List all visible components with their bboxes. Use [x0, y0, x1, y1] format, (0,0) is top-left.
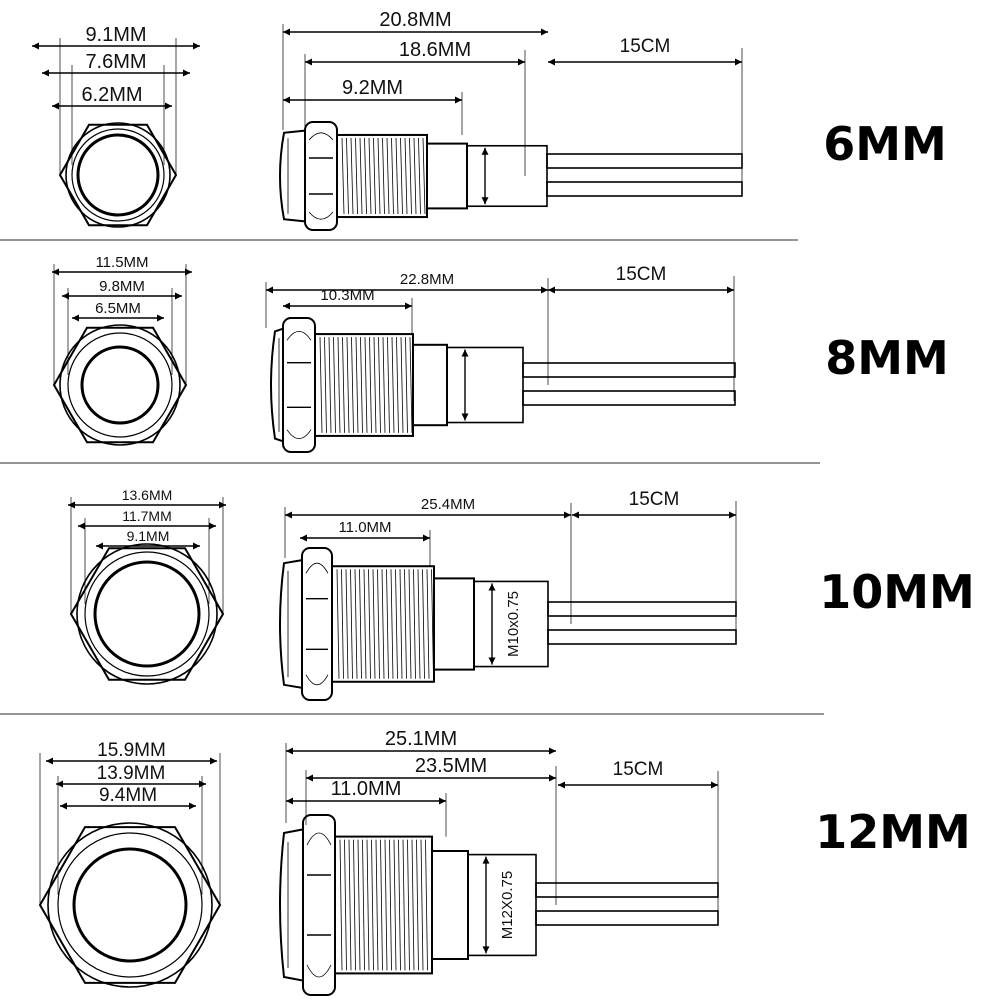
- wire-2: [547, 629, 737, 645]
- dim-total-label: 20.8MM: [379, 9, 451, 31]
- front-view: 9.1MM 7.6MM 6.2MM: [32, 24, 200, 228]
- lens: [93, 560, 201, 668]
- dim-wire-label: 15CM: [613, 759, 664, 780]
- hex-nut-outline: [52, 326, 188, 444]
- wires: [546, 153, 743, 197]
- nut: [304, 121, 338, 231]
- dim-middle-label: 7.6MM: [85, 51, 146, 73]
- dim-inner-label: 9.1MM: [127, 528, 170, 544]
- wire-1: [547, 601, 737, 617]
- flange: [279, 558, 303, 690]
- side-dimensions: 22.8MM 10.3MM 15CM: [265, 264, 735, 401]
- terminal-cap: [467, 853, 537, 957]
- thread-lines: [319, 337, 413, 433]
- dim-inner-label: 9.4MM: [99, 785, 157, 806]
- side-view: M12X0.75: [279, 814, 719, 996]
- terminal-cap: [466, 144, 548, 208]
- lens: [72, 847, 188, 963]
- dim-wire-label: 15CM: [629, 489, 680, 510]
- terminal-cap: [446, 346, 524, 424]
- wire-2: [546, 181, 743, 197]
- dim-inner-label: 6.5MM: [95, 300, 141, 317]
- bezel-outer: [76, 543, 218, 685]
- thread-lines: [339, 839, 428, 971]
- rear-body: [426, 142, 468, 210]
- size-label: 6MM: [823, 117, 947, 171]
- lens: [76, 133, 160, 217]
- side-dimensions: 25.1MM 23.5MM 11.0MM 15CM: [285, 728, 719, 921]
- nut: [282, 317, 316, 453]
- nut: [301, 547, 333, 701]
- bezel-outer: [47, 822, 213, 988]
- lens: [80, 345, 160, 425]
- rear-body: [433, 577, 475, 671]
- thread-lines: [341, 137, 426, 215]
- flange: [279, 129, 306, 223]
- bezel-middle: [71, 128, 165, 222]
- variant-row-8mm: 11.5MM 9.8MM 6.5MM 22.8MM 10.3MM 15CM 8MM: [0, 254, 949, 464]
- thread-spec-label: M10x0.75: [505, 591, 522, 657]
- dim-total-label: 25.1MM: [385, 728, 457, 750]
- wires: [547, 601, 737, 645]
- threaded-body: [336, 133, 428, 219]
- dim-thread-label: 9.2MM: [342, 77, 403, 99]
- bezel-outer: [65, 122, 171, 228]
- wire-2: [522, 390, 736, 406]
- thread-lines: [336, 569, 434, 679]
- rear-body: [431, 850, 469, 960]
- wire-1: [546, 153, 743, 169]
- wires: [535, 882, 719, 926]
- side-view: [279, 121, 743, 231]
- dim-middle-label: 9.8MM: [99, 278, 145, 295]
- dim-outer-label: 15.9MM: [97, 740, 166, 761]
- variant-row-10mm: 13.6MM 11.7MM 9.1MM M10x0.75 25.4MM 11.0MM 15C…: [0, 487, 975, 715]
- bezel-middle: [67, 332, 173, 438]
- thread-spec-label: M12X0.75: [499, 871, 516, 939]
- bezel-middle: [57, 832, 203, 978]
- side-dimensions: 20.8MM 18.6MM 9.2MM 15CM: [282, 9, 743, 192]
- side-view: [270, 317, 736, 453]
- dim-thread-label: 11.0MM: [338, 519, 391, 536]
- rear-body: [412, 343, 448, 427]
- dim-inner-label: 6.2MM: [81, 84, 142, 106]
- bezel-outer: [59, 324, 181, 446]
- wire-2: [535, 910, 719, 926]
- dim-outer-label: 13.6MM: [122, 487, 173, 503]
- front-view: 13.6MM 11.7MM 9.1MM: [68, 487, 226, 685]
- wires: [522, 362, 736, 406]
- dim-middle-label: 13.9MM: [97, 763, 166, 784]
- front-view: 11.5MM 9.8MM 6.5MM: [52, 254, 192, 446]
- size-label: 8MM: [825, 331, 949, 385]
- flange: [279, 828, 304, 982]
- flange: [270, 327, 284, 443]
- dim-wire-label: 15CM: [620, 36, 671, 57]
- size-label: 12MM: [815, 805, 971, 859]
- dim-wire-label: 15CM: [616, 264, 667, 285]
- dim-thread-label: 10.3MM: [320, 287, 374, 304]
- wire-1: [535, 882, 719, 898]
- side-dimensions: 25.4MM 11.0MM 15CM: [284, 489, 737, 640]
- dim-body-label: 23.5MM: [415, 755, 487, 777]
- size-label: 10MM: [819, 565, 975, 619]
- dim-body-label: 18.6MM: [399, 39, 471, 61]
- variant-row-6mm: 9.1MM 7.6MM 6.2MM 20.8MM 18.6MM 9.2MM 15CM 6MM: [0, 9, 947, 241]
- dim-outer-label: 9.1MM: [85, 24, 146, 46]
- dim-thread-label: 11.0MM: [331, 778, 402, 800]
- nut: [302, 814, 336, 996]
- dim-middle-label: 11.7MM: [122, 508, 172, 524]
- terminal-cap: [473, 580, 549, 668]
- bezel-middle: [84, 551, 210, 677]
- wire-1: [522, 362, 736, 378]
- dim-outer-label: 11.5MM: [95, 254, 148, 271]
- side-view: M10x0.75: [279, 547, 737, 701]
- dim-body-label: 25.4MM: [421, 496, 475, 513]
- dim-body-label: 22.8MM: [400, 271, 454, 288]
